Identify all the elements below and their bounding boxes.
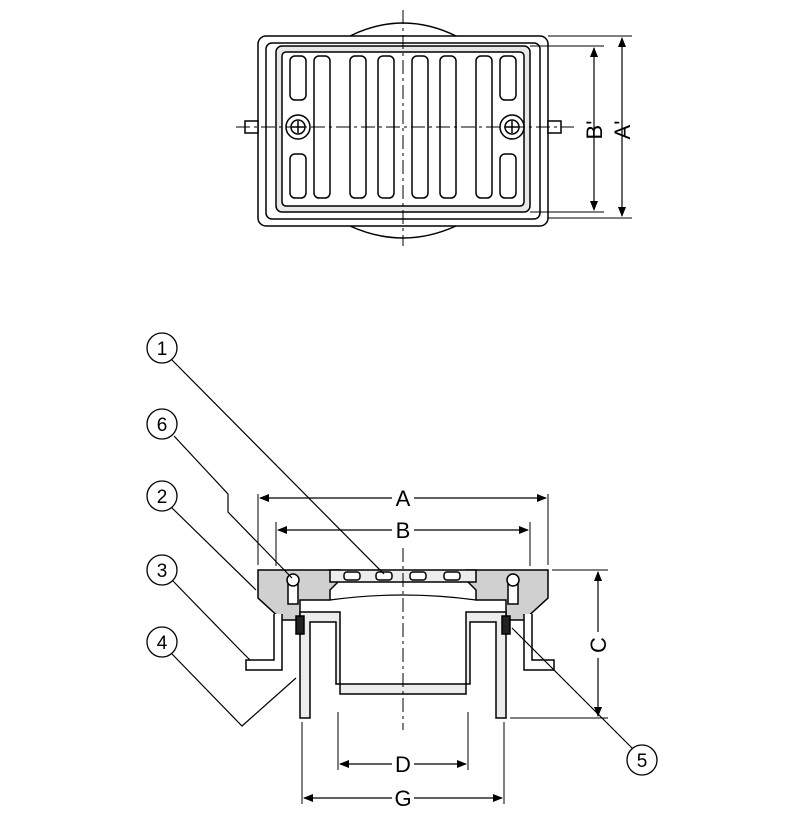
section-view — [245, 548, 555, 730]
callout-6: 6 — [146, 408, 178, 440]
dim-b-prime-label: B' — [582, 121, 607, 140]
body — [299, 611, 507, 719]
callout-4-label: 4 — [157, 633, 168, 654]
top-view — [236, 10, 632, 246]
callout-4: 4 — [146, 626, 178, 658]
dim-a-label: A — [396, 486, 411, 511]
callout-5-label: 5 — [637, 751, 648, 772]
grate-bars — [289, 55, 517, 199]
callout-3-label: 3 — [157, 561, 168, 582]
callout-2: 2 — [146, 480, 178, 512]
dim-a-prime-label: A' — [610, 121, 635, 140]
callout-2-label: 2 — [157, 487, 168, 508]
dim-b-label: B — [396, 518, 411, 543]
dim-g-label: G — [394, 786, 411, 811]
callout-1: 1 — [146, 332, 178, 364]
leader-lines — [171, 359, 633, 749]
dim-d-label: D — [395, 752, 411, 777]
dim-c-label: C — [586, 637, 611, 653]
callout-1-label: 1 — [157, 339, 168, 360]
callout-3: 3 — [146, 554, 178, 586]
callout-5: 5 — [626, 744, 658, 776]
callout-6-label: 6 — [157, 415, 168, 436]
